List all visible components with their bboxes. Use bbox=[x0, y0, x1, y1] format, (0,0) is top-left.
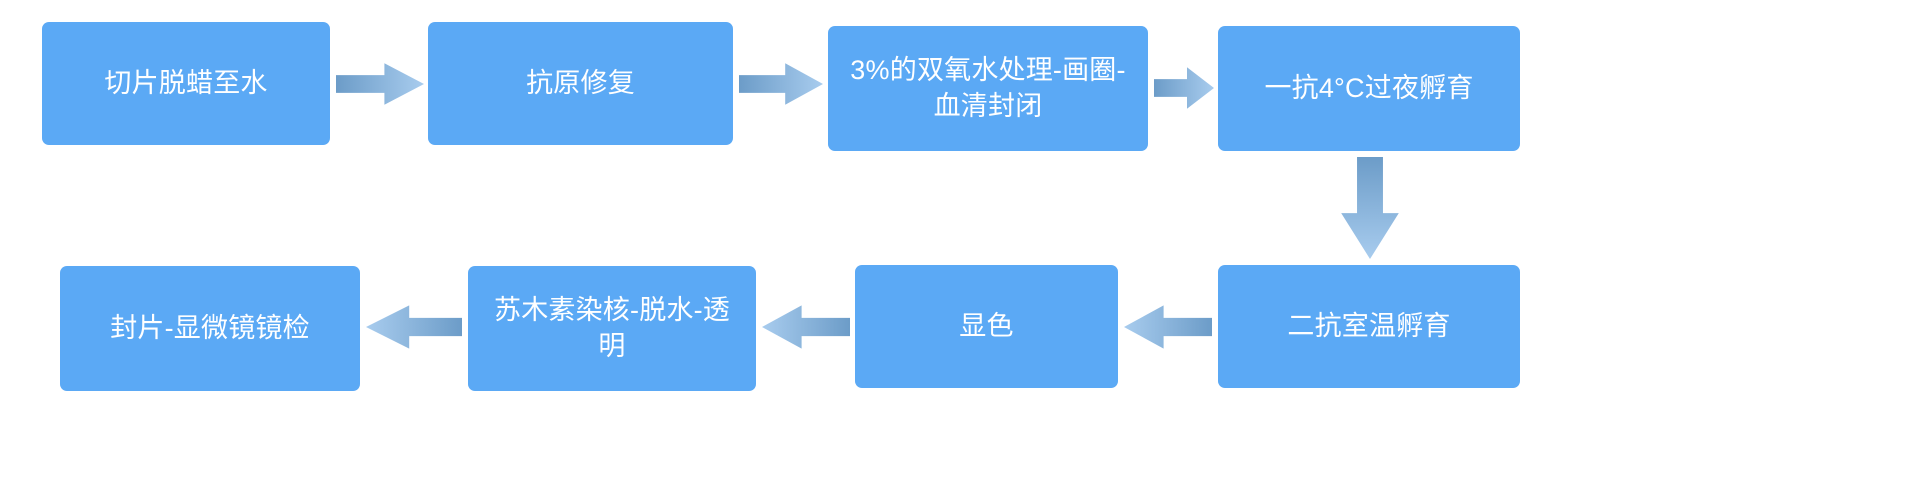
arrow-right-icon bbox=[1154, 62, 1214, 114]
arrow-left-icon bbox=[762, 300, 850, 354]
flow-node-label: 3%的双氧水处理-画圈- 血清封闭 bbox=[850, 54, 1126, 121]
flow-node-1[interactable]: 切片脱蜡至水 bbox=[42, 22, 330, 145]
flow-node-3[interactable]: 3%的双氧水处理-画圈- 血清封闭 bbox=[828, 26, 1148, 151]
flow-node-8[interactable]: 封片-显微镜镜检 bbox=[60, 266, 360, 391]
flow-node-label: 显色 bbox=[959, 310, 1014, 341]
flow-node-4[interactable]: 一抗4°C过夜孵育 bbox=[1218, 26, 1520, 151]
flow-node-label: 抗原修复 bbox=[526, 67, 635, 98]
flow-node-5[interactable]: 二抗室温孵育 bbox=[1218, 265, 1520, 388]
flow-node-label: 苏木素染核-脱水-透 明 bbox=[494, 294, 730, 361]
flow-node-6[interactable]: 显色 bbox=[855, 265, 1118, 388]
arrow-right-icon bbox=[336, 58, 424, 110]
flow-node-label: 二抗室温孵育 bbox=[1287, 310, 1451, 341]
flow-node-label: 一抗4°C过夜孵育 bbox=[1264, 72, 1474, 103]
flow-node-label: 切片脱蜡至水 bbox=[104, 67, 268, 98]
arrow-left-icon bbox=[366, 300, 462, 354]
arrow-down-icon bbox=[1334, 157, 1406, 259]
flow-node-label: 封片-显微镜镜检 bbox=[110, 312, 310, 343]
arrow-left-icon bbox=[1124, 300, 1212, 354]
arrow-right-icon bbox=[739, 58, 823, 110]
flow-node-7[interactable]: 苏木素染核-脱水-透 明 bbox=[468, 266, 756, 391]
flow-node-2[interactable]: 抗原修复 bbox=[428, 22, 733, 145]
